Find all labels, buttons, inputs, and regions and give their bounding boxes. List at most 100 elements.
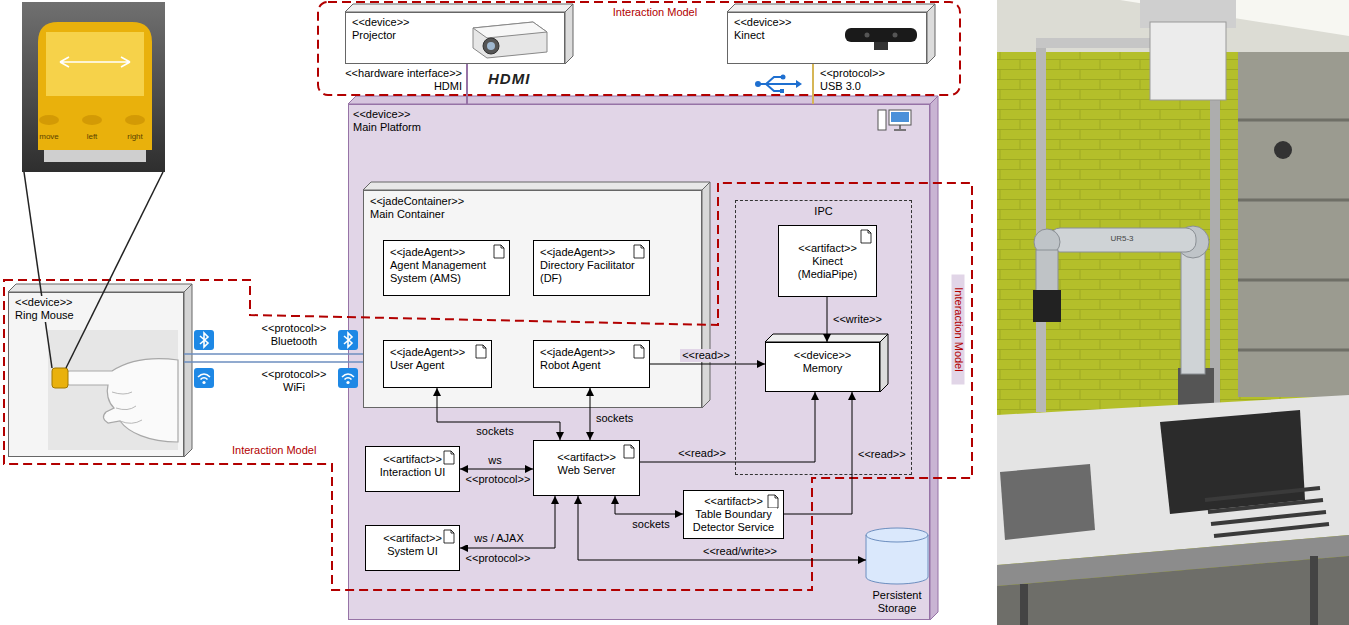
connector	[640, 392, 815, 462]
connector-label: ws / AJAX	[464, 532, 534, 545]
region-outline	[318, 2, 960, 95]
device-base	[44, 150, 146, 162]
node-name: Persistent Storage	[867, 589, 927, 615]
bluetooth-icon	[338, 330, 358, 350]
ring-mouse-device: <<device>>Ring Mouse	[8, 292, 184, 457]
interaction-model-region	[4, 2, 972, 590]
region-outline	[4, 183, 972, 590]
box-top-face	[8, 284, 192, 292]
node-name: Robot Agent	[540, 359, 601, 372]
connector-label: sockets	[626, 518, 676, 531]
device-top	[46, 32, 144, 96]
photo-ground	[22, 2, 165, 172]
box-side-face	[927, 4, 935, 64]
projector-icon	[473, 22, 547, 58]
arrow-mark	[60, 57, 130, 67]
ring-mouse-photo	[22, 2, 165, 172]
document-icon	[624, 445, 634, 458]
connector	[184, 353, 363, 355]
robot-gripper	[1033, 290, 1061, 322]
stereotype-label: <<device>>	[352, 16, 410, 29]
wall	[997, 0, 1349, 625]
artifact-box: <<artifact>>Interaction UI	[365, 446, 460, 492]
connector-label: <<write>>	[833, 313, 893, 326]
table-leg	[1310, 556, 1318, 625]
artifact-box: <<artifact>>Kinect (MediaPipe)	[778, 225, 877, 297]
engine-part	[1000, 464, 1095, 540]
stereotype-label: <<jadeAgent>>	[540, 346, 615, 359]
connector	[184, 361, 363, 363]
connector	[615, 496, 683, 514]
connector-label: ws	[475, 454, 515, 467]
jade-agent-box: <<jadeAgent>>Robot Agent	[533, 340, 650, 388]
zoom-leader-lines	[24, 172, 163, 368]
node-name: User Agent	[390, 359, 444, 372]
protocol-label: <<protocol>>	[463, 473, 533, 486]
box-top-face	[348, 96, 938, 104]
connector-label: sockets	[470, 425, 520, 438]
shelf-boards	[1238, 120, 1349, 350]
document-icon	[444, 451, 454, 464]
connector-label: <<protocol>> USB 3.0	[820, 67, 902, 93]
node-name: Projector	[352, 29, 396, 42]
jade-container: <<jadeContainer>>Main Container<<jadeAge…	[363, 190, 702, 408]
connector	[437, 388, 560, 440]
artifact-box: <<artifact>>System UI	[365, 525, 460, 571]
storage-cylinder: Persistent Storage	[866, 528, 928, 618]
box-side-face	[184, 284, 192, 457]
region-title: Interaction Model	[952, 275, 965, 385]
button-label: move	[34, 132, 64, 142]
connector-label: <<read>>	[680, 349, 732, 362]
box-side-face	[930, 96, 938, 620]
document-icon	[861, 230, 871, 243]
node-name: Main Platform	[353, 121, 421, 134]
cylinder-rim	[866, 535, 928, 542]
robot-forearm	[1050, 228, 1196, 252]
button	[125, 115, 145, 125]
node-name: Table Boundary Detector Service	[690, 508, 777, 534]
memory-device: <<device>>Memory	[765, 342, 880, 392]
document-icon	[494, 245, 504, 258]
box-top-face	[345, 4, 573, 12]
connector	[784, 392, 852, 514]
projector-device: <<device>>Projector	[345, 12, 565, 64]
connector	[650, 364, 765, 365]
wifi-icon	[194, 368, 214, 388]
connector	[812, 64, 814, 104]
connector-label: <<protocol>> WiFi	[252, 368, 336, 394]
node-name: Web Server	[558, 464, 616, 477]
stereotype-label: <<artifact>>	[383, 532, 442, 545]
node-name: Agent Management System (AMS)	[390, 259, 503, 285]
protocol-label: <<protocol>>	[463, 552, 533, 565]
table-leg	[1020, 584, 1028, 625]
node-name: Memory	[803, 362, 843, 375]
kinect-housing	[1150, 22, 1226, 100]
connector-label: <<protocol>> Bluetooth	[252, 322, 336, 348]
connector	[460, 469, 533, 470]
connector-label: <<hardware interface>> HDMI	[337, 67, 462, 93]
stereotype-label: <<device>>	[353, 108, 411, 121]
hand-illustration	[48, 330, 178, 450]
stereotype-label: <<artifact>>	[798, 242, 857, 255]
stereotype-label: <<artifact>>	[704, 495, 763, 508]
jade-agent-box: <<jadeAgent>>Agent Management System (AM…	[383, 240, 510, 296]
bluetooth-icon	[194, 330, 214, 350]
box-side-face	[702, 182, 710, 408]
node-name: IPC	[814, 205, 832, 218]
usb-icon	[755, 75, 802, 94]
main-platform-device: <<device>>Main Platform <<jadeContainer>>…	[348, 104, 930, 620]
document-icon	[634, 345, 644, 358]
stereotype-label: <<artifact>>	[557, 451, 616, 464]
stereotype-label: <<jadeAgent>>	[390, 346, 465, 359]
stereotype-label: <<jadeAgent>>	[540, 246, 615, 259]
stereotype-label: <<jadeContainer>>	[370, 195, 464, 208]
robot-cell-photo	[997, 0, 1349, 625]
document-icon	[444, 530, 454, 543]
region-title: Interaction Model	[232, 444, 332, 457]
connector-label: <<read>>	[676, 447, 728, 460]
ipc-boundary: IPC <<artifact>>Kinect (MediaPipe) <<devic…	[735, 200, 912, 475]
connector	[578, 496, 866, 560]
